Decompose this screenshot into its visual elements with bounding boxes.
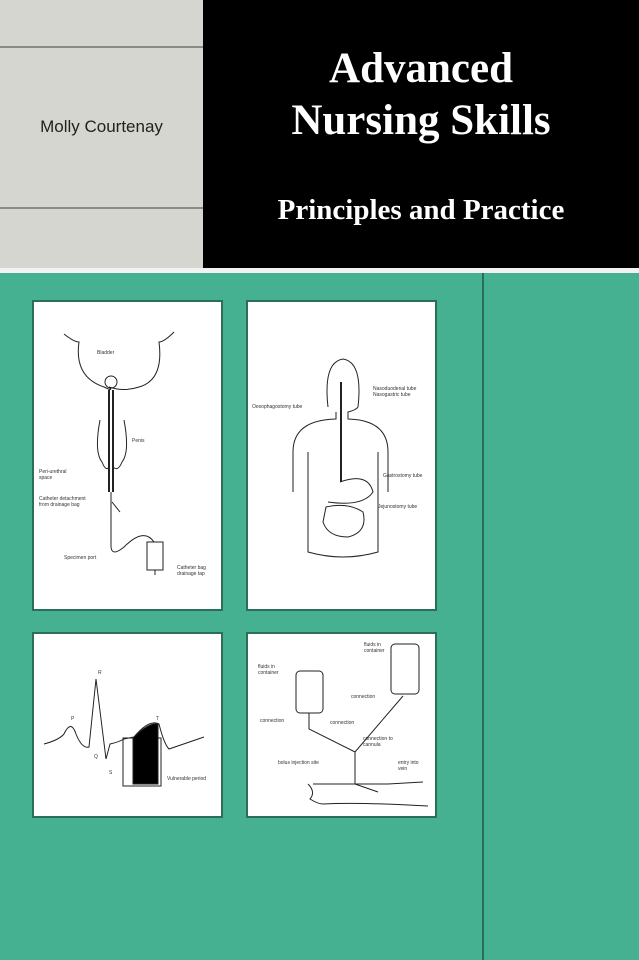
label-vulnerable-period: Vulnerable period — [167, 776, 207, 782]
author-name: Molly Courtenay — [40, 117, 163, 136]
label-q: Q — [94, 754, 98, 760]
label-t: T — [156, 716, 160, 722]
label-jejunostomy: Jejunostomy tube — [378, 504, 418, 510]
label-connection-1: connection — [260, 718, 285, 724]
feeding-tubes-illustration: Nasoduodenal tube Nasogastric tube Oesop… — [246, 300, 437, 611]
label-bolus: bolus injection site — [278, 760, 319, 766]
label-r: R — [98, 670, 102, 676]
label-gastrostomy: Gastrostomy tube — [383, 473, 423, 479]
infusion-illustration: fluids in container fluids in container … — [246, 632, 437, 818]
subtitle: Principles and Practice — [277, 194, 565, 226]
label-bladder: Bladder — [97, 350, 115, 356]
label-connection-2: connection — [351, 694, 376, 700]
divider — [0, 46, 203, 48]
label-fluids-1: fluids in container — [258, 664, 279, 676]
label-connection-3: connection — [330, 720, 355, 726]
label-vein: entry into vein — [398, 760, 419, 772]
ecg-illustration: P R Q S T Vulnerable period — [32, 632, 223, 818]
label-peri-urethral: Peri-urethral space — [39, 469, 67, 481]
label-s: S — [109, 770, 113, 776]
catheter-illustration: Bladder Penis Peri-urethral space Cathet… — [32, 300, 223, 611]
divider — [0, 207, 203, 209]
separator — [0, 268, 639, 273]
title-line-1: Advanced — [329, 45, 513, 92]
label-bag-tap: Catheter bag drainage tap — [177, 565, 206, 577]
label-specimen-port: Specimen port — [64, 555, 97, 561]
label-fluids-2: fluids in container — [364, 642, 385, 654]
label-cannula: connection to cannula — [363, 736, 393, 748]
label-detachment: Catheter detachment from drainage bag — [39, 496, 86, 508]
title-line-2: Nursing Skills — [291, 97, 551, 144]
label-penis: Penis — [132, 438, 145, 444]
cover-header: Molly Courtenay Advanced Nursing Skills … — [0, 0, 639, 268]
author-block: Molly Courtenay — [0, 0, 203, 268]
title-block: Advanced Nursing Skills Principles and P… — [203, 0, 639, 268]
vertical-rule — [482, 273, 484, 960]
label-nasal-tubes: Nasoduodenal tube Nasogastric tube — [373, 386, 417, 398]
label-oesophagostomy: Oesophagostomy tube — [252, 404, 303, 410]
label-p: P — [71, 716, 75, 722]
